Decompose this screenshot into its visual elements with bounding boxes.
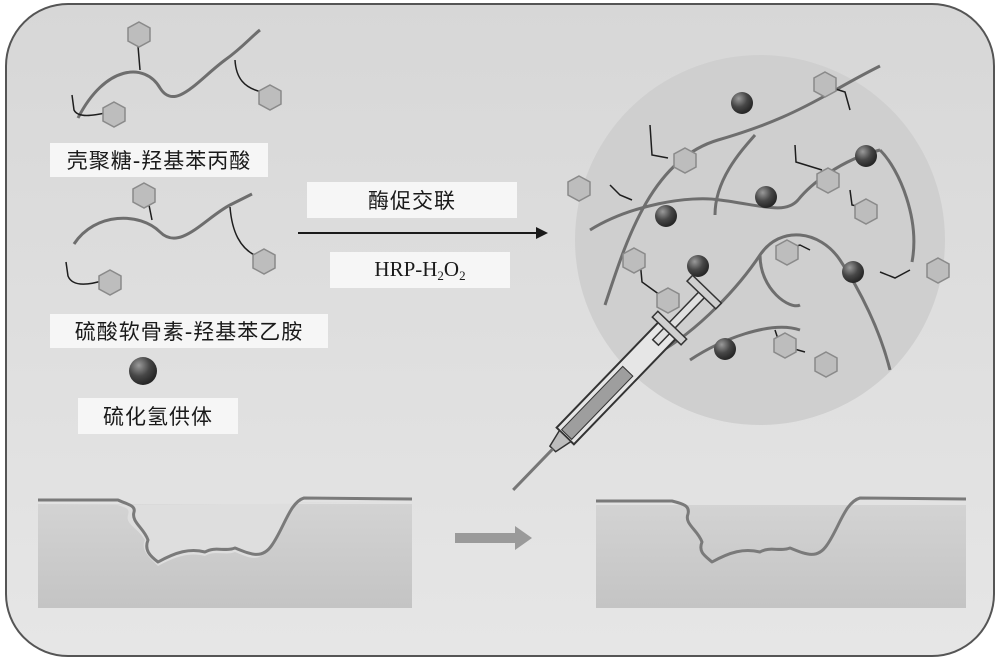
hexagon xyxy=(774,333,796,358)
catalyst-label: HRP-H2O2 xyxy=(330,252,510,288)
sphere xyxy=(731,92,753,114)
sphere xyxy=(755,186,777,208)
sphere xyxy=(687,255,709,277)
sphere xyxy=(855,145,877,167)
hexagon xyxy=(817,168,839,193)
tissue-defect-after xyxy=(596,498,966,608)
reaction-condition-label: 酶促交联 xyxy=(307,182,517,218)
chitosan-label-text: 壳聚糖-羟基苯丙酸 xyxy=(67,145,252,175)
sphere-legend xyxy=(129,357,157,385)
hexagon xyxy=(657,288,679,313)
h2s-donor-label: 硫化氢供体 xyxy=(78,398,238,434)
catalyst-sub2: 2 xyxy=(459,268,466,283)
sphere xyxy=(842,261,864,283)
hexagon xyxy=(133,183,155,208)
hexagon xyxy=(103,102,125,127)
reaction-condition-text: 酶促交联 xyxy=(368,185,456,215)
hexagon xyxy=(623,248,645,273)
hexagon xyxy=(814,72,836,97)
hexagon xyxy=(927,258,949,283)
h2s-donor-label-text: 硫化氢供体 xyxy=(103,401,213,431)
hexagon xyxy=(815,352,837,377)
chondroitin-label: 硫酸软骨素-羟基苯乙胺 xyxy=(50,314,328,348)
hexagon xyxy=(568,176,590,201)
hexagon xyxy=(674,148,696,173)
hexagon xyxy=(259,85,281,110)
catalyst-prefix: HRP-H xyxy=(374,257,437,281)
hexagon xyxy=(99,270,121,295)
hexagon xyxy=(128,22,150,47)
catalyst-oxygen: O xyxy=(444,257,459,281)
catalyst-formula: HRP-H2O2 xyxy=(374,257,465,284)
chitosan-label: 壳聚糖-羟基苯丙酸 xyxy=(50,143,268,177)
sphere xyxy=(714,338,736,360)
hexagon xyxy=(253,249,275,274)
chondroitin-label-text: 硫酸软骨素-羟基苯乙胺 xyxy=(75,316,304,346)
sphere xyxy=(655,205,677,227)
hexagon xyxy=(776,240,798,265)
tissue-defect-before xyxy=(38,498,412,608)
hexagon xyxy=(855,199,877,224)
